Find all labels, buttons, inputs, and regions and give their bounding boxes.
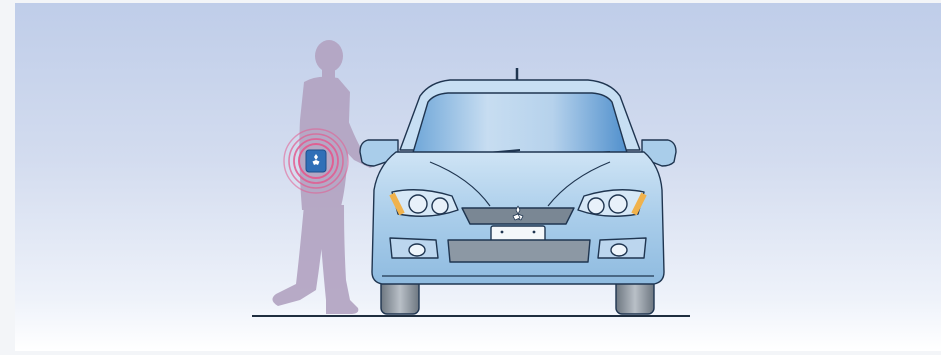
car-front-view — [360, 68, 676, 314]
left-fog-light — [390, 238, 438, 258]
plate-bolt-left — [501, 231, 504, 234]
plate-bolt-right — [533, 231, 536, 234]
windshield — [412, 93, 628, 156]
right-fog-light — [598, 238, 646, 258]
key-fob — [306, 150, 326, 172]
lower-grille — [448, 240, 590, 262]
